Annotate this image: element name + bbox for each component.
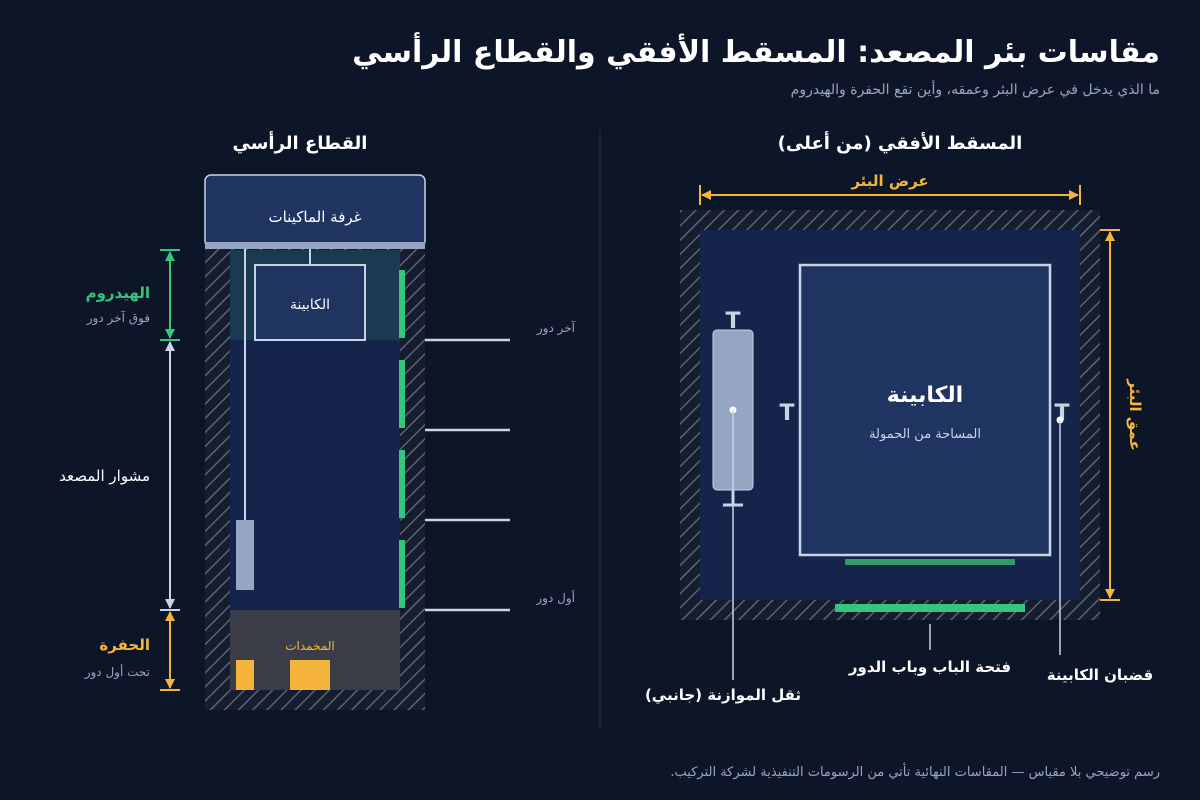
pit-label: الحفرة (99, 636, 150, 654)
width-label: عرض البئر (850, 172, 928, 190)
section-counterweight (236, 520, 254, 590)
page-title: مقاسات بئر المصعد: المسقط الأفقي والقطاع… (352, 32, 1160, 70)
plan-view: المسقط الأفقي (من أعلى) عرض البئر عمق ال… (645, 131, 1153, 704)
door-label: فتحة الباب وباب الدور (848, 658, 1011, 676)
machine-room-base (205, 242, 425, 249)
car-sill (845, 559, 1015, 565)
counterweight-label: ثقل الموازنة (جانبي) (645, 686, 801, 704)
top-floor-label: آخر دور (536, 320, 576, 336)
depth-label: عمق البئر (1126, 378, 1144, 450)
plan-car (798, 263, 1052, 557)
counterweight-rail-top-icon: T (725, 309, 740, 334)
pit-sublabel: تحت أول دور (84, 664, 150, 680)
plan-car-sublabel: المساحة من الحمولة (869, 427, 981, 442)
buffer (236, 660, 254, 690)
buffers-label: المخمدات (285, 639, 335, 653)
vertical-section: القطاع الرأسي غرفة الماكينات الكابينة آخ… (59, 131, 576, 710)
landing-door (399, 450, 405, 518)
landing-door (399, 540, 405, 608)
plan-car-label: الكابينة (887, 383, 963, 408)
section-car (254, 264, 366, 341)
machine-room-label: غرفة الماكينات (269, 208, 362, 226)
headroom-label: الهيدروم (86, 284, 150, 302)
car-rail-left-icon: T (779, 401, 794, 426)
travel-label: مشوار المصعد (59, 467, 150, 485)
plan-heading: المسقط الأفقي (من أعلى) (778, 131, 1023, 154)
landing-door (399, 360, 405, 428)
footer-note: رسم توضيحي بلا مقياس — المقاسات النهائية… (670, 762, 1160, 780)
landing-door (399, 270, 405, 338)
page-subtitle: ما الذي يدخل في عرض البئر وعمقه، وأين تق… (791, 80, 1160, 98)
section-car-label: الكابينة (290, 297, 330, 313)
door-opening (835, 604, 1025, 612)
rails-label: قضبان الكابينة (1047, 666, 1154, 684)
section-heading: القطاع الرأسي (233, 131, 368, 154)
bottom-floor-label: أول دور (535, 590, 575, 606)
buffer (290, 660, 330, 690)
headroom-sublabel: فوق آخر دور (86, 310, 150, 326)
